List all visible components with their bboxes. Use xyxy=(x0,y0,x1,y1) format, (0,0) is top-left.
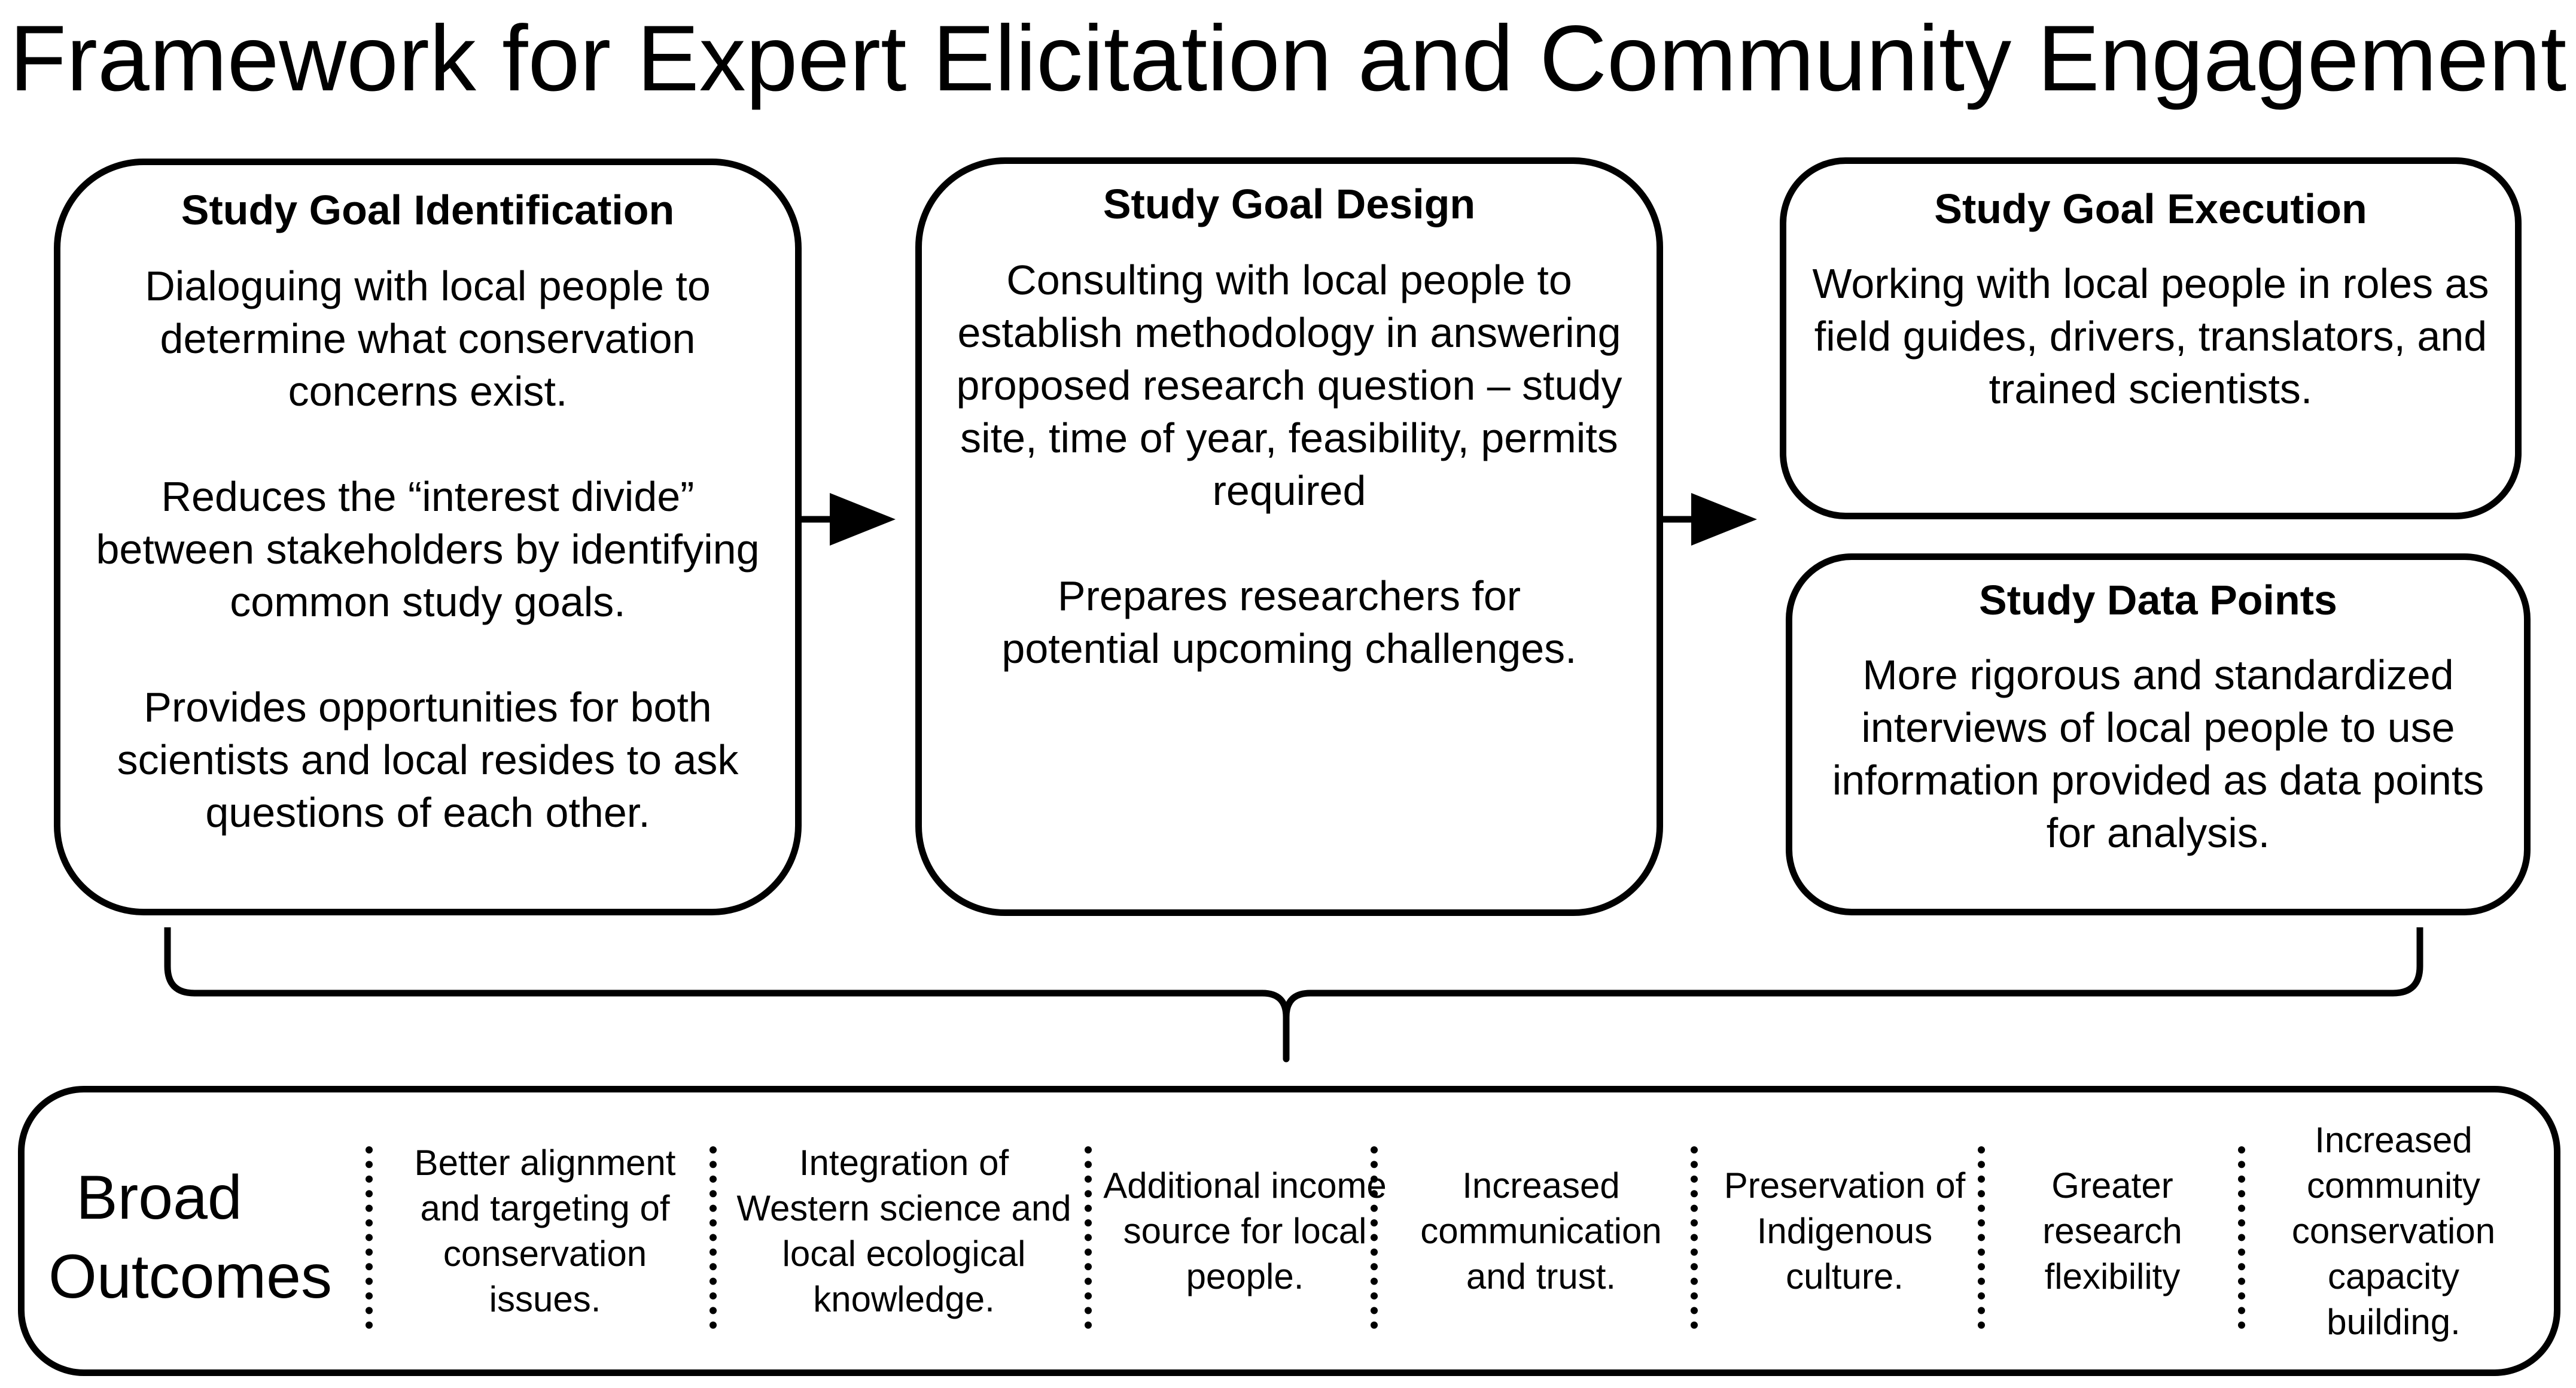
broad-outcomes-label: Broad Outcomes xyxy=(48,1163,332,1311)
outcome-item: Increased community conservation capacit… xyxy=(2291,1119,2496,1342)
outcome-separator xyxy=(1085,1146,1092,1329)
stage-text: Reduces the “interest divide” between st… xyxy=(96,473,760,625)
stage-text: Provides opportunities for both scientis… xyxy=(117,684,739,836)
outcome-item: Preservation of Indigenous culture. xyxy=(1724,1165,1966,1296)
outcome-item: Greater research flexibility xyxy=(2042,1165,2182,1296)
stage-text: Consulting with local people to establis… xyxy=(956,257,1622,514)
stage-box-execution: Study Goal Execution Working with local … xyxy=(1780,157,2522,519)
outcome-separator xyxy=(1371,1146,1378,1329)
stage-title: Study Goal Identification xyxy=(181,187,675,233)
outcome-separator xyxy=(2238,1146,2245,1329)
stage-box-design: Study Goal Design Consulting with local … xyxy=(915,157,1663,916)
stage-title: Study Data Points xyxy=(1979,577,2337,623)
broad-outcomes-box: Broad Outcomes Better alignment and targ… xyxy=(18,1086,2560,1376)
diagram-title: Framework for Expert Elicitation and Com… xyxy=(9,7,2567,111)
outcome-item: Additional income source for local peopl… xyxy=(1103,1165,1387,1296)
stage-title: Study Goal Execution xyxy=(1934,185,2367,232)
outcome-separator xyxy=(1978,1146,1985,1329)
outcome-item: Better alignment and targeting of conser… xyxy=(414,1142,676,1319)
outcome-separator xyxy=(1691,1146,1698,1329)
stage-text: Prepares researchers for potential upcom… xyxy=(1001,573,1577,672)
stage-title: Study Goal Design xyxy=(1103,181,1476,227)
outcome-item: Increased communication and trust. xyxy=(1420,1165,1662,1296)
outcome-separator xyxy=(710,1146,717,1329)
outcome-separator xyxy=(366,1146,373,1329)
stage-box-identification: Study Goal Identification Dialoguing wit… xyxy=(54,159,802,915)
stage-text: More rigorous and standardized interview… xyxy=(1832,652,2484,856)
stage-box-data-points: Study Data Points More rigorous and stan… xyxy=(1786,553,2531,915)
outcomes-brace xyxy=(164,927,2423,1063)
stage-text: Working with local people in roles as fi… xyxy=(1812,260,2489,412)
stage-text: Dialoguing with local people to determin… xyxy=(145,263,711,415)
outcome-item: Integration of Western science and local… xyxy=(736,1142,1071,1319)
